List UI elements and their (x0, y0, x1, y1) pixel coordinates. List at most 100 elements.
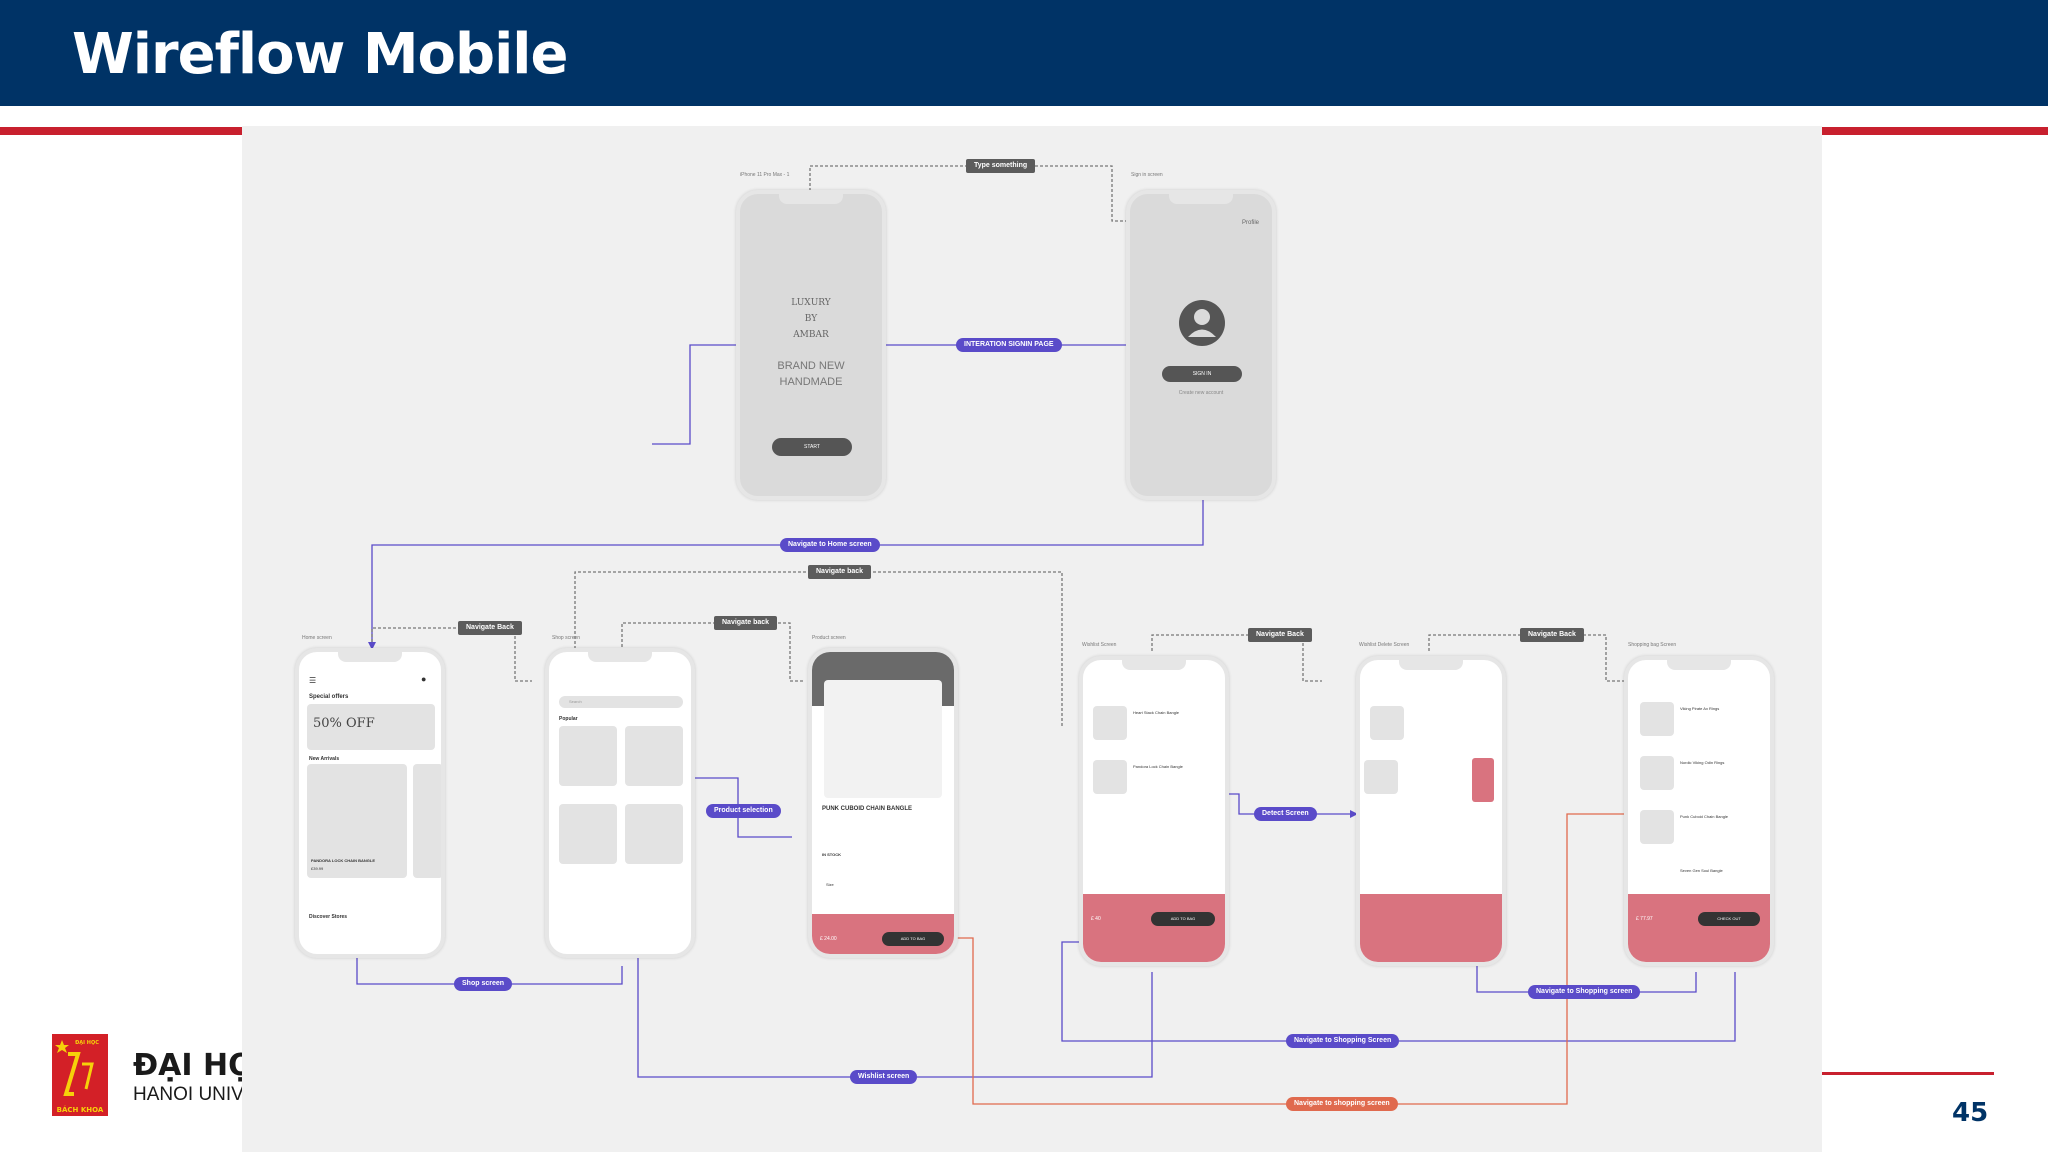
search-placeholder: Search (569, 699, 582, 704)
product-tile[interactable] (559, 804, 617, 864)
footer-accent-line (1822, 1072, 1994, 1075)
caption-product: Product screen (812, 635, 846, 641)
label-navigate-shopping-orange: Navigate to shopping screen (1286, 1097, 1398, 1111)
phone-notch (779, 194, 843, 204)
total-price: £ 77.97 (1636, 916, 1653, 922)
product-tile[interactable] (625, 804, 683, 864)
bag-item-name: Seven Gen Soul Bangle (1680, 868, 1723, 873)
special-offers-label: Special offers (309, 694, 349, 700)
caption-wishlist-delete: Wishlist Delete Screen (1359, 642, 1410, 648)
checkout-bar (1628, 894, 1770, 962)
add-to-bag-button[interactable]: ADD TO BAG (1151, 912, 1215, 926)
wishlist-item-image (1364, 760, 1398, 794)
phone-notch (588, 652, 652, 662)
arrowhead-detect (1350, 810, 1358, 818)
logo-bottom-text: BÁCH KHOA (57, 1105, 104, 1114)
label-navigate-shopping-1: Navigate to Shopping screen (1528, 985, 1641, 999)
brand-line-3: AMBAR (793, 330, 829, 340)
label-navigate-back-3: Navigate Back (1248, 628, 1312, 642)
phone-notch (1169, 194, 1233, 204)
brand-line-1: LUXURY (791, 298, 831, 308)
label-product-selection: Product selection (706, 804, 781, 818)
label-wishlist-screen: Wishlist screen (850, 1070, 918, 1084)
product-name: PANDORA LOCK CHAIN BANGLE (311, 858, 375, 863)
phone-notch (1667, 660, 1731, 670)
slide-title: Wireflow Mobile (72, 22, 568, 87)
total-price: £ 40 (1091, 916, 1101, 922)
bag-item-image (1640, 756, 1674, 790)
phone-home: ☰ ● Special offers 50% OFF New Arrivals … (295, 648, 445, 958)
product-price: £39.99 (311, 866, 324, 871)
profile-header: Profile (1242, 220, 1260, 226)
phone-notch (1122, 660, 1186, 670)
page-number: 45 (1952, 1098, 1989, 1128)
phone-splash: LUXURY BY AMBAR BRAND NEW HANDMADE START (736, 190, 886, 500)
label-navigate-home: Navigate to Home screen (780, 538, 880, 552)
offer-banner[interactable] (307, 704, 435, 750)
connector-navigate-back-2 (621, 622, 805, 682)
product-card[interactable] (307, 764, 407, 878)
popular-label: Popular (559, 716, 578, 722)
label-shop-screen: Shop screen (454, 977, 513, 991)
logo-top-text: ĐẠI HỌC (75, 1040, 99, 1046)
offer-text: 50% OFF (313, 716, 375, 731)
wishlist-item-image (1093, 760, 1127, 794)
caption-splash: iPhone 11 Pro Max - 1 (740, 172, 790, 178)
product-title: PUNK CUBOID CHAIN BANGLE (822, 806, 912, 812)
splash-heading-1: BRAND NEW (777, 360, 845, 372)
label-detect-screen: Detect Screen (1254, 807, 1317, 821)
product-price: £ 24.00 (820, 936, 837, 942)
add-to-bag-button[interactable]: ADD TO BAG (882, 932, 944, 946)
phone-notch (1399, 660, 1463, 670)
bag-item-image (1640, 702, 1674, 736)
label-navigate-back-1: Navigate Back (458, 621, 522, 635)
university-name-english: HANOI UNIVE (133, 1084, 257, 1105)
product-card[interactable] (413, 764, 441, 878)
connector-navigate-back-4 (1428, 634, 1624, 682)
label-type-something: Type something (966, 159, 1036, 173)
connector-wishlist-screen (637, 939, 1153, 1078)
delete-action[interactable] (1472, 758, 1494, 802)
wishlist-item-image (1093, 706, 1127, 740)
bag-item-name: Nordic Viking Odin Rings (1680, 760, 1725, 765)
user-avatar-icon (1179, 300, 1225, 346)
title-bar: Wireflow Mobile (0, 0, 2048, 106)
checkout-button[interactable]: CHECK OUT (1698, 912, 1760, 926)
bag-item-image (1640, 810, 1674, 844)
splash-heading-2: HANDMADE (779, 376, 843, 388)
university-logo: ĐẠI HỌC BÁCH KHOA (52, 1034, 108, 1116)
connector-navigate-shopping-orange (922, 813, 1624, 1105)
phone-shop: Search Popular (545, 648, 695, 958)
bag-bar (1083, 894, 1225, 962)
wishlist-item-image (1370, 706, 1404, 740)
sign-in-button[interactable]: SIGN IN (1162, 366, 1242, 382)
create-account-link[interactable]: Create new account (1178, 390, 1224, 396)
menu-icon[interactable]: ☰ (309, 676, 317, 685)
accent-bar-right (1822, 127, 2048, 135)
label-navigate-back-top: Navigate back (808, 565, 872, 579)
phone-product: PUNK CUBOID CHAIN BANGLE IN STOCK Size £… (808, 648, 958, 958)
product-tile[interactable] (559, 726, 617, 786)
start-button[interactable]: START (772, 438, 852, 456)
profile-icon[interactable]: ● (421, 674, 427, 684)
bag-bar (1360, 894, 1502, 962)
phone-wishlist-delete (1356, 656, 1506, 966)
wishlist-item-name: Pandora Lock Chain Bangle (1133, 764, 1183, 769)
brand-line-2: BY (804, 314, 818, 324)
search-input[interactable] (559, 696, 683, 708)
caption-shop: Shop screen (552, 635, 581, 641)
new-arrivals-label: New Arrivals (309, 756, 340, 762)
stock-status: IN STOCK (822, 852, 842, 857)
bag-item-name: Punk Cuboid Chain Bangle (1680, 814, 1729, 819)
label-navigate-shopping-2: Navigate to Shopping Screen (1286, 1034, 1400, 1048)
caption-home: Home screen (302, 635, 332, 641)
wishlist-item-name: Heart Stack Chain Bangle (1133, 710, 1180, 715)
phone-wishlist: Heart Stack Chain Bangle Pandora Lock Ch… (1079, 656, 1229, 966)
phone-shopping-bag: Viking Pirate Ax Rings Nordic Viking Odi… (1624, 656, 1774, 966)
connector-interaction-signin (652, 344, 1126, 445)
product-tile[interactable] (625, 726, 683, 786)
discover-stores-label: Discover Stores (309, 914, 348, 920)
product-image (824, 680, 942, 798)
arrowhead-home (368, 642, 376, 650)
